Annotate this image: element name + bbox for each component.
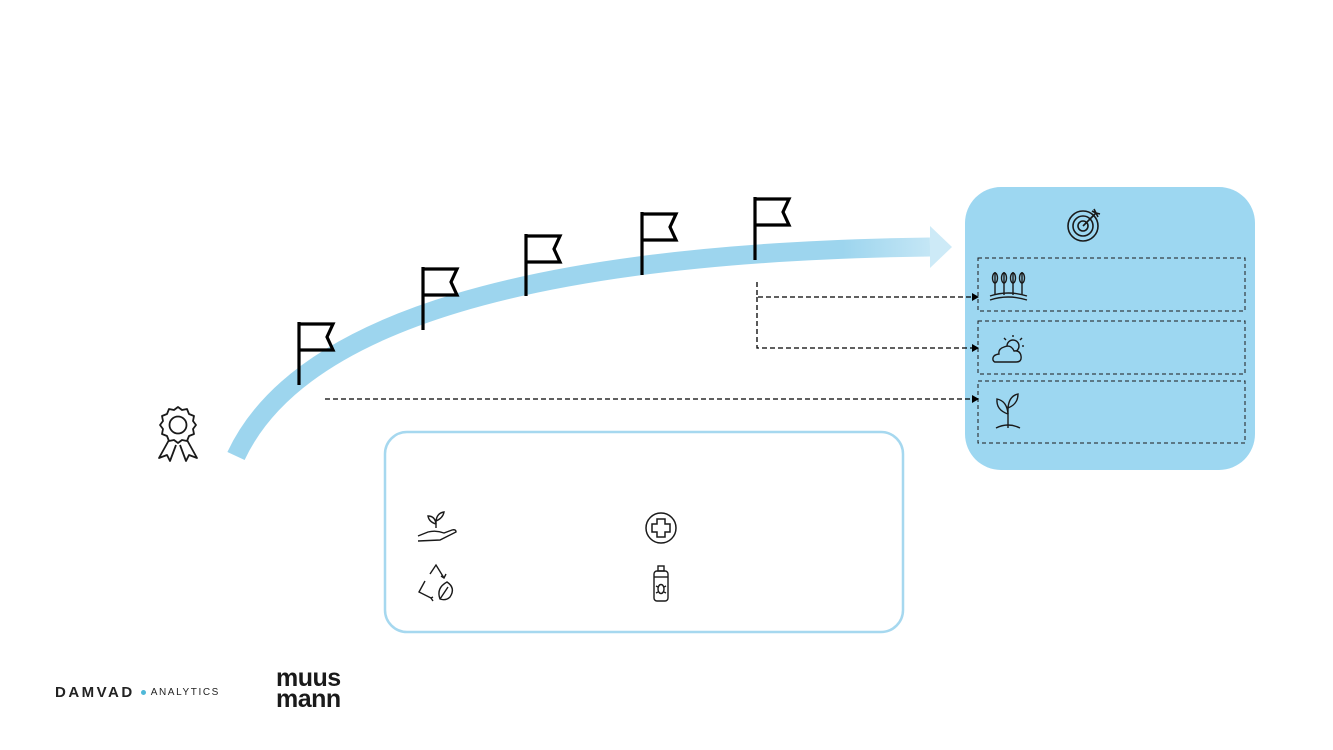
goal-item-box-2 [977,320,1246,375]
connector-arrows [325,282,972,400]
target-icon [1067,208,1101,242]
recycle-leaf-icon [418,563,454,602]
damvad-logo-sub: ANALYTICS [150,686,220,698]
sun-cloud-icon [992,335,1024,363]
muusmann-logo-line1: muus [276,664,341,692]
milestone-flag-3 [524,234,563,296]
seedling-icon [995,393,1021,429]
medical-cross-icon [645,512,677,544]
progress-arrow-body [227,237,931,461]
milestone-flag-2 [421,267,460,330]
muusmann-logo-line2: mann [276,685,341,713]
damvad-logo-dot [140,689,146,695]
muusmann-logo: muus mann [276,664,356,713]
award-ribbon-icon [158,406,198,462]
connector-arrowheads [972,293,979,403]
bottom-panel [383,430,905,634]
damvad-analytics-logo: DAMVAD ANALYTICS [55,683,220,701]
pesticide-spray-icon [653,565,669,602]
milestone-flag-5 [753,197,792,260]
connector-flag5-to-item2 [756,297,972,349]
milestone-flag-4 [640,212,679,275]
plant-in-hand-icon [417,511,457,542]
goal-item-box-1 [977,257,1246,312]
milestone-flag-1 [297,322,336,385]
wheat-field-icon [989,272,1028,301]
connector-flag5-to-item1 [756,282,972,298]
damvad-logo-main: DAMVAD [55,683,135,701]
goal-item-box-3 [977,380,1246,444]
progress-arrow [227,226,952,461]
progress-arrow-head [930,226,952,268]
